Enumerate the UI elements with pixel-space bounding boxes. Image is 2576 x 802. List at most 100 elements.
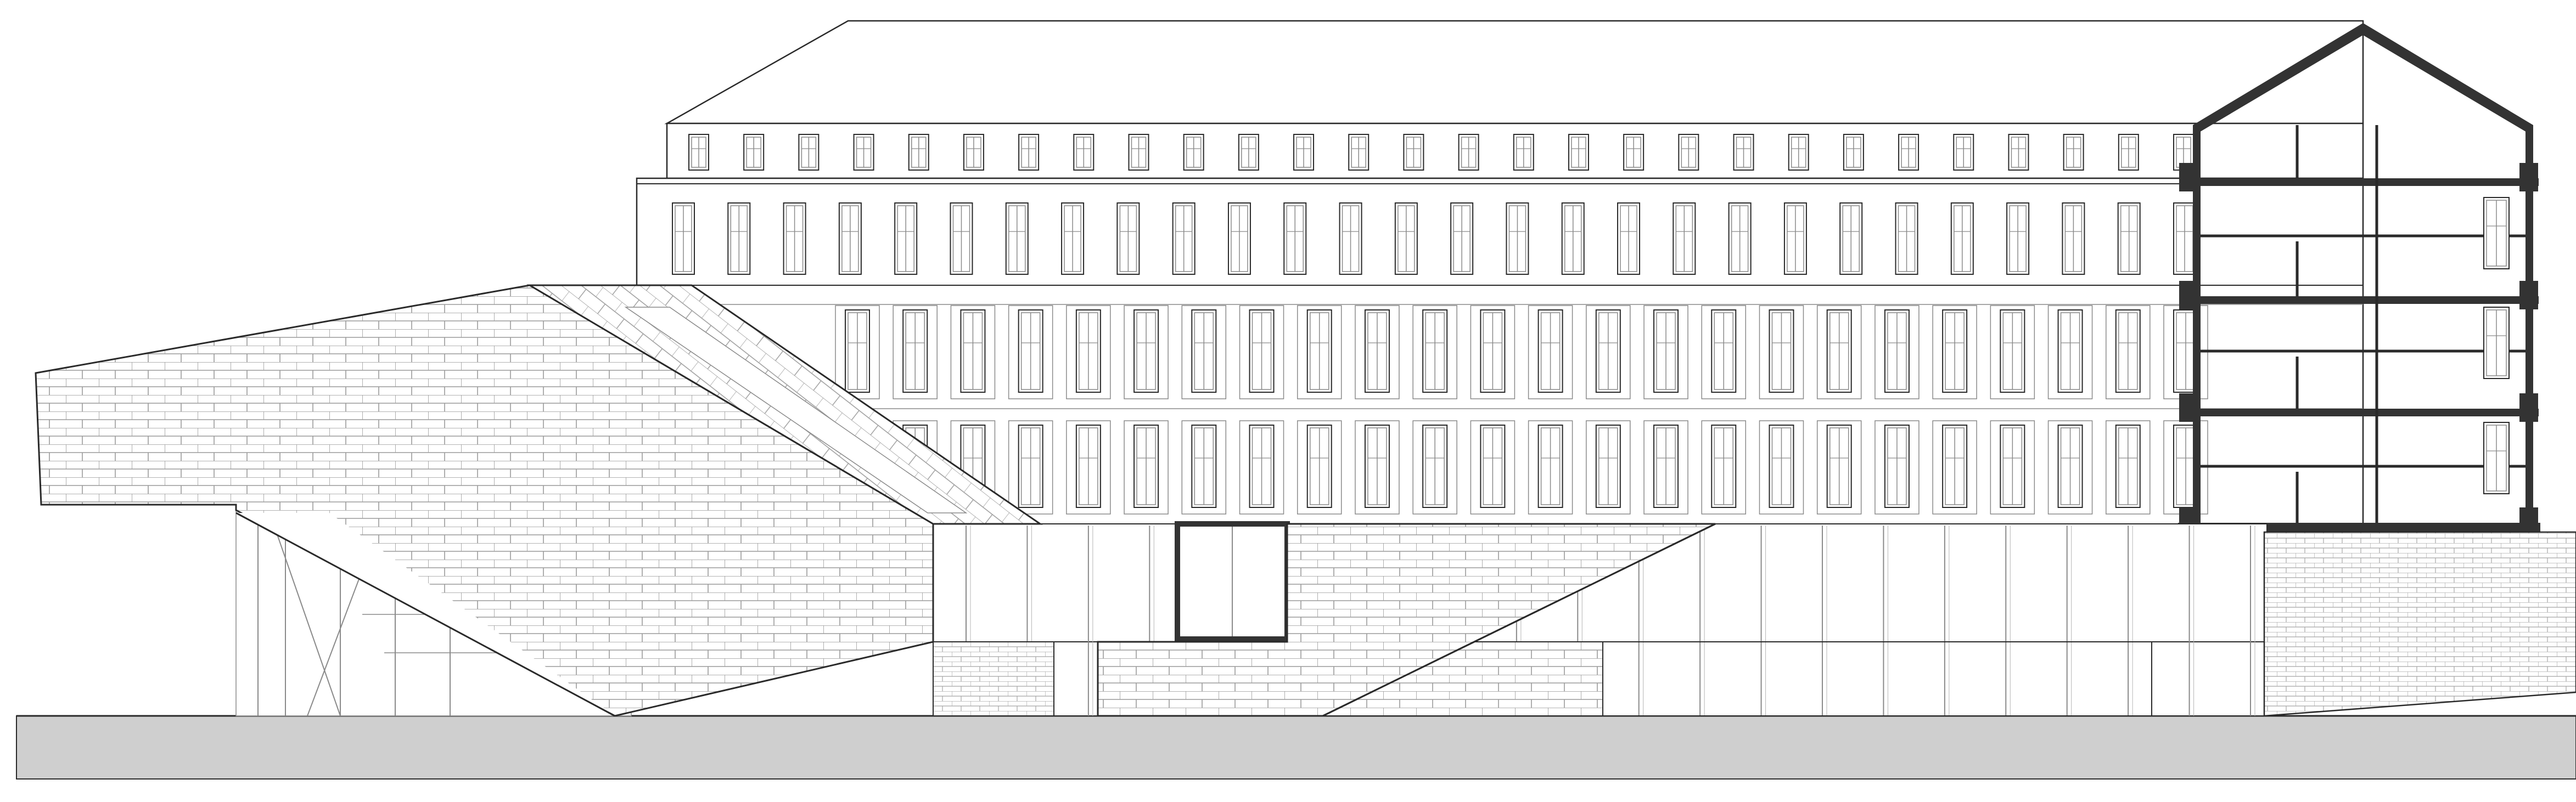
entry-brick-panel (933, 641, 1054, 716)
window-surround (1412, 420, 1457, 515)
window-surround (1124, 420, 1169, 515)
upper-windows (672, 202, 2196, 275)
attic-window (1568, 134, 1589, 171)
section-floor-slab (2179, 523, 2539, 530)
arched-window (1653, 309, 1679, 393)
section-window (2483, 422, 2510, 494)
attic-window (2008, 134, 2029, 171)
upper-window (1450, 202, 1474, 275)
attic-windows (688, 134, 2194, 171)
window-surround (1239, 305, 1284, 399)
window-surround (1586, 420, 1631, 515)
arched-window (1480, 425, 1506, 508)
arched-window (1075, 425, 1101, 508)
window-surround (950, 305, 996, 399)
attic-window (1403, 134, 1424, 171)
attic-window (1238, 134, 1259, 171)
arched-window (1711, 425, 1737, 508)
upper-window (1839, 202, 1863, 275)
arched-window (1191, 309, 1217, 393)
section-floor-slab (2179, 296, 2539, 304)
arched-window (1133, 309, 1159, 393)
arched-window (1653, 425, 1679, 508)
upper-window (894, 202, 918, 275)
upper-window (1561, 202, 1585, 275)
upper-window (1339, 202, 1362, 275)
upper-window (727, 202, 751, 275)
window-surround (2047, 420, 2093, 515)
attic-window (2118, 134, 2139, 171)
attic-window (798, 134, 820, 171)
section-window (2483, 197, 2510, 269)
arched-window (1249, 309, 1275, 393)
arched-window (1249, 425, 1275, 508)
attic-window (1348, 134, 1370, 171)
window-surround (893, 305, 938, 399)
window-surround (1066, 305, 1111, 399)
window-surround (1066, 420, 1111, 515)
arched-window (1769, 425, 1794, 508)
upper-window (2117, 202, 2141, 275)
upper-window (1506, 202, 1529, 275)
window-surround (1990, 305, 2035, 399)
arched-window (1133, 425, 1159, 508)
section-beam-right (2519, 163, 2538, 191)
window-surround (1759, 420, 1804, 515)
window-surround (1643, 420, 1688, 515)
upper-window (1895, 202, 1918, 275)
attic-window (743, 134, 765, 171)
arched-window (1364, 309, 1390, 393)
window-surround (1759, 305, 1804, 399)
window-surround (1643, 305, 1688, 399)
arched-window (845, 309, 870, 393)
window-surround (1297, 305, 1342, 399)
window-surround (1412, 305, 1457, 399)
section-beam-right (2519, 281, 2538, 309)
attic-window (1293, 134, 1315, 171)
arched-window (1306, 425, 1332, 508)
upper-window (838, 202, 862, 275)
attic-window (1458, 134, 1479, 171)
window-surround (1528, 420, 1573, 515)
section-beam-right (2519, 507, 2538, 536)
annex-roof-glazing (624, 307, 968, 513)
section-beam-left (2179, 281, 2198, 309)
upper-window (1673, 202, 1696, 275)
arched-window (1480, 309, 1506, 393)
attic-window (1898, 134, 1920, 171)
attic-window (1788, 134, 1809, 171)
window-surround (1932, 305, 1977, 399)
section-floors (2179, 125, 2539, 536)
attic-window (853, 134, 874, 171)
attic-window (1953, 134, 1974, 171)
window-surround (1701, 420, 1747, 515)
upper-window (1061, 202, 1085, 275)
arched-window (1884, 425, 1910, 508)
window-surround (1701, 305, 1747, 399)
window-surround (2106, 305, 2151, 399)
arched-window (2000, 425, 2025, 508)
section-right-wall (2526, 125, 2533, 534)
ground-strip (16, 715, 2576, 780)
arched-window (1537, 309, 1563, 393)
upper-window (1005, 202, 1029, 275)
window-surround (2106, 420, 2151, 515)
window-surround (1586, 305, 1631, 399)
arched-window (1826, 309, 1852, 393)
window-surround (1875, 305, 1920, 399)
arched-window (1595, 425, 1621, 508)
attic-window (1018, 134, 1040, 171)
attic-window (1183, 134, 1204, 171)
right-brick-plinth (2263, 531, 2576, 717)
attic-window (1128, 134, 1149, 171)
arched-window (2115, 309, 2141, 393)
upper-window (783, 202, 806, 275)
historic-roof (664, 20, 2364, 125)
window-surround (1239, 420, 1284, 515)
arched-window (1075, 309, 1101, 393)
arched-window (1942, 425, 1968, 508)
arched-window (1018, 309, 1043, 393)
upper-window (2173, 202, 2196, 275)
annex-right-diagonal (1322, 523, 1716, 717)
